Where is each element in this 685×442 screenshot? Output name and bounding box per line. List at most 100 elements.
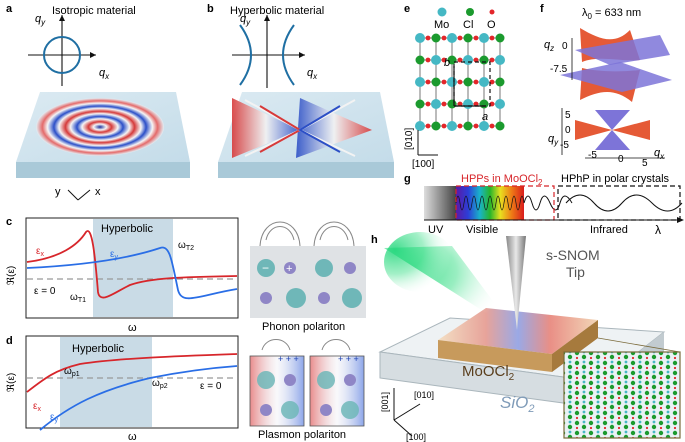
c-ey-label: εy xyxy=(110,249,118,261)
cl-atom xyxy=(463,77,473,87)
o-atom xyxy=(457,101,463,107)
c-field-line-1 xyxy=(265,226,295,241)
f-proj-blue-1 xyxy=(595,110,630,130)
panel-f-letter: f xyxy=(540,3,544,15)
o-atom xyxy=(489,101,495,107)
o-atom xyxy=(441,57,447,63)
mo-atom xyxy=(431,99,441,109)
o-atom xyxy=(441,35,447,41)
c-eps0-label: ε = 0 xyxy=(34,286,56,297)
a-x-axis xyxy=(77,189,91,201)
f-qx-label: qx xyxy=(654,147,665,161)
a-isofrequency-circle xyxy=(43,36,81,74)
d-field-line-1 xyxy=(261,339,291,351)
h-dir100-label: [100] xyxy=(406,432,426,442)
g-visible-label: Visible xyxy=(466,224,498,236)
o-atom xyxy=(473,79,479,85)
f-tick-y-0: 5 xyxy=(565,110,571,121)
panel-e: e Mo Cl O b a [010] [100] xyxy=(404,3,505,170)
d-wp2-label: ωp2 xyxy=(152,378,168,390)
b-kx-arrow xyxy=(299,52,305,58)
c-ion-7 xyxy=(318,292,330,304)
panel-h-letter: h xyxy=(371,234,378,246)
c-plus-sign: + xyxy=(286,263,292,275)
g-hphp-label: HPhP in polar crystals xyxy=(561,173,670,185)
f-lambda-label: λ0 = 633 nm xyxy=(582,7,641,21)
e-mo-label: Mo xyxy=(434,19,449,31)
b-ky-arrow xyxy=(264,15,270,21)
c-field-line-2 xyxy=(259,221,301,247)
g-uv-label: UV xyxy=(428,224,444,236)
mo-atom xyxy=(479,77,489,87)
o-atom xyxy=(441,79,447,85)
f-tick-x-1: 0 xyxy=(618,154,624,165)
d-eps0-label: ε = 0 xyxy=(200,381,222,392)
d-eps-y-curve xyxy=(39,365,238,431)
d-charges-2: + + + xyxy=(338,354,359,364)
f-proj-blue-2 xyxy=(595,130,630,150)
d-charges-1: + + + xyxy=(278,354,299,364)
d-ex-label: εx xyxy=(33,401,41,413)
cl-atom xyxy=(495,33,505,43)
c-eps-x-curve xyxy=(26,230,238,299)
e-cl-label: Cl xyxy=(463,19,473,31)
c-wT2-label: ωT2 xyxy=(178,240,194,252)
panel-c-letter: c xyxy=(6,216,12,228)
mo-atom xyxy=(463,55,473,65)
d-caption: Plasmon polariton xyxy=(258,429,346,441)
e-dir100-label: [100] xyxy=(412,159,434,170)
f-tick-x-0: -5 xyxy=(588,150,597,161)
a-qx-label: qx xyxy=(99,67,110,81)
g-visible-spectrum xyxy=(456,186,524,220)
mo-atom xyxy=(415,77,425,87)
c-ion-3 xyxy=(315,259,333,277)
c-ion-4 xyxy=(344,262,356,274)
b-qy-label: qy xyxy=(240,13,251,27)
cl-atom xyxy=(479,99,489,109)
a-x-label: x xyxy=(95,186,101,198)
panel-g-letter: g xyxy=(404,173,411,185)
mo-atom xyxy=(431,55,441,65)
d-ion-5 xyxy=(317,371,335,389)
o-atom xyxy=(457,123,463,129)
cl-atom xyxy=(463,33,473,43)
o-atom xyxy=(425,101,431,107)
h-snom-tip xyxy=(506,236,526,330)
d-ey-label: εy xyxy=(50,412,58,424)
cl-atom xyxy=(479,55,489,65)
c-ion-6 xyxy=(286,288,306,308)
mo-atom xyxy=(463,99,473,109)
g-axis-arrow xyxy=(677,217,684,223)
panel-f: f λ0 = 633 nm qz 0 -7.5 qy 5 0 -5 -5 0 5… xyxy=(540,3,672,169)
e-crystal-lattice xyxy=(415,33,505,131)
mo-atom xyxy=(479,33,489,43)
d-ion-6 xyxy=(344,374,356,386)
c-caption: Phonon polariton xyxy=(262,321,345,333)
c-ion-5 xyxy=(260,292,272,304)
cl-atom xyxy=(431,77,441,87)
b-hyperbola-right xyxy=(282,24,295,86)
o-atom xyxy=(457,57,463,63)
h-laser-spot xyxy=(384,232,456,292)
o-atom xyxy=(457,35,463,41)
e-o-legend-dot xyxy=(489,9,495,15)
d-ion-7 xyxy=(320,404,332,416)
g-visible-wave xyxy=(455,195,525,211)
d-ion-1 xyxy=(257,371,275,389)
panel-b-letter: b xyxy=(207,3,214,15)
a-slab-front xyxy=(16,162,190,178)
mo-atom xyxy=(495,55,505,65)
h-dir010-axis xyxy=(393,403,421,421)
panel-d: d Hyperbolic ωp1 ωp2 ε = 0 εx εy ℜ(ε) ω … xyxy=(6,335,365,442)
c-ex-label: εx xyxy=(36,246,44,258)
d-field-line-2 xyxy=(321,339,351,351)
b-slab-front xyxy=(218,162,394,178)
h-dir010-label: [010] xyxy=(414,390,434,400)
c-region-label: Hyperbolic xyxy=(101,223,153,235)
o-atom xyxy=(473,57,479,63)
c-ion-8 xyxy=(342,288,362,308)
c-field-line-4 xyxy=(313,221,355,247)
b-hyperbola-left xyxy=(239,24,252,86)
o-atom xyxy=(425,79,431,85)
e-dir010-label: [010] xyxy=(404,128,415,150)
